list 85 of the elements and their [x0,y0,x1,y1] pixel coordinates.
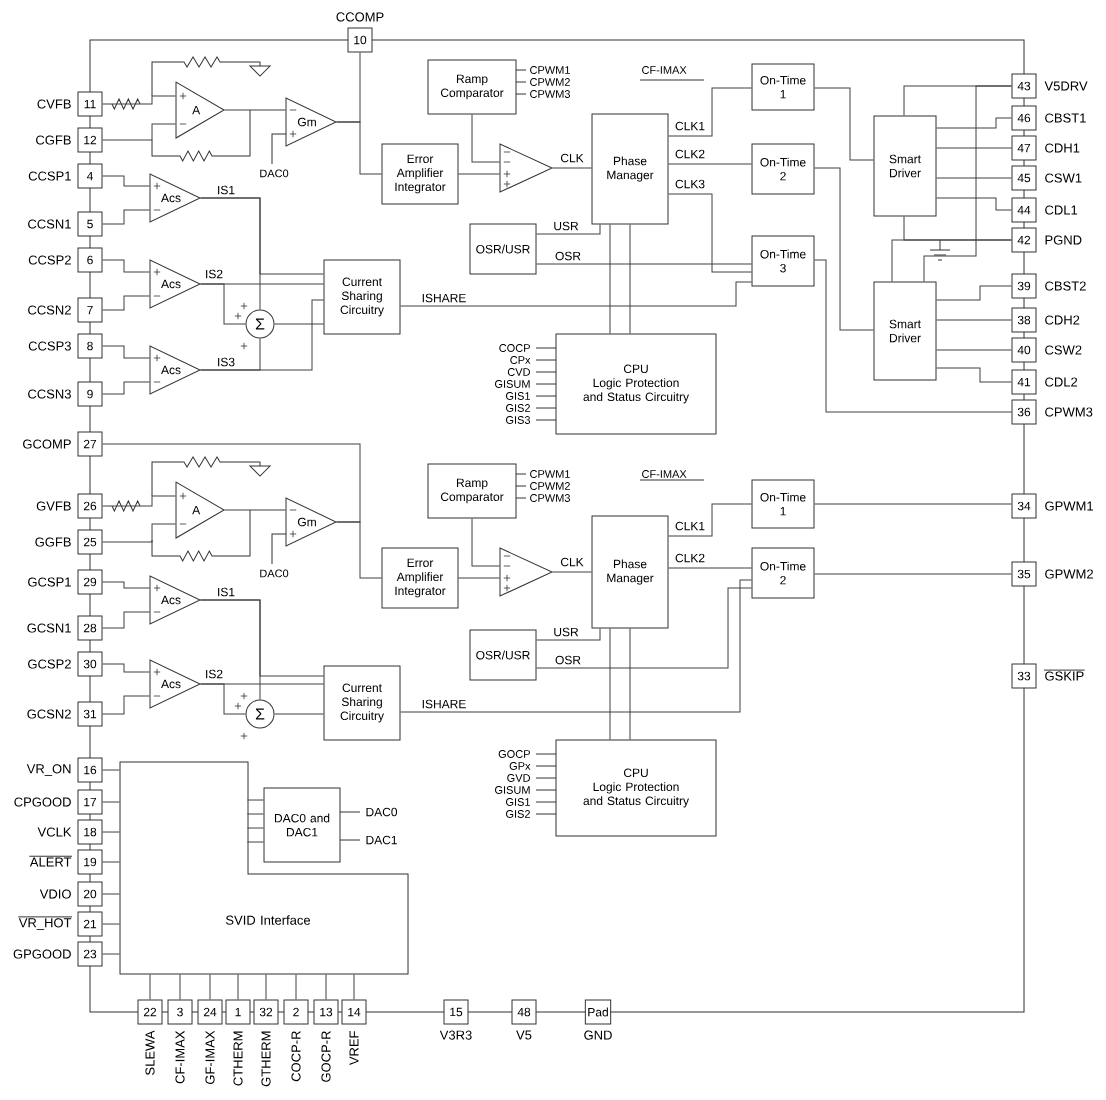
summing-junction: Σ [234,692,275,740]
wire [102,923,120,925]
wire [102,443,361,523]
wire [536,224,601,235]
wire [179,974,181,1000]
wire [923,85,1012,282]
wire [471,114,500,163]
wire [609,628,611,740]
wire [936,367,1012,383]
wire [224,109,286,111]
wire [102,695,150,715]
wire [325,974,327,1000]
wire [247,841,264,843]
wire [149,974,151,1000]
wire [102,611,150,629]
wire [400,579,752,713]
wire [458,577,500,579]
wire [102,523,176,543]
wire [668,163,752,165]
wire [102,295,150,311]
wire [891,239,1012,282]
wire [336,121,382,175]
wire [247,799,264,801]
wire [629,628,631,740]
wire [102,893,120,895]
wire [200,299,324,371]
wire [237,974,239,1000]
wire [629,224,631,334]
wire [936,197,1012,211]
wire [200,683,324,685]
wire [336,521,382,579]
wire [536,628,601,641]
wire [102,123,176,141]
wire [814,87,874,161]
wire [247,813,264,815]
wire [458,173,500,175]
wire [102,581,150,589]
wire [400,281,752,307]
wire [668,503,752,537]
wire [102,209,150,225]
wire [295,974,297,1000]
wire [102,495,176,507]
wire [936,319,1012,321]
wire [936,117,1012,129]
wire [102,345,150,359]
wire [102,663,150,673]
wire [102,175,150,187]
wire [814,573,1012,575]
wire [936,349,1012,351]
wire [471,518,500,567]
wire [224,509,286,511]
wire [536,587,752,669]
wire [814,259,1012,413]
wire [552,571,592,573]
comparator-symbol [499,143,553,193]
wire [200,283,324,285]
wire [102,953,120,955]
wire [609,224,611,334]
wire [668,87,752,137]
wire [102,259,150,273]
wire [102,95,176,105]
summing-junction: Σ [234,302,275,350]
wire [274,323,324,325]
comparator-symbol [499,547,553,597]
wire [247,827,264,829]
wire [936,147,1012,149]
wire [209,974,211,1000]
wire [936,177,1012,179]
wire [102,831,120,833]
wire [668,567,752,569]
wire [102,769,120,771]
wire [552,167,592,169]
wire [353,974,355,1000]
wire [936,285,1012,301]
wire [668,193,752,273]
wire [102,861,120,863]
wire [200,197,324,275]
wire [102,801,120,803]
wire [265,974,267,1000]
wire [536,263,752,265]
wire [814,503,1012,505]
wire [102,381,150,395]
wire [814,167,874,331]
wire [274,713,324,715]
wire [200,599,324,677]
